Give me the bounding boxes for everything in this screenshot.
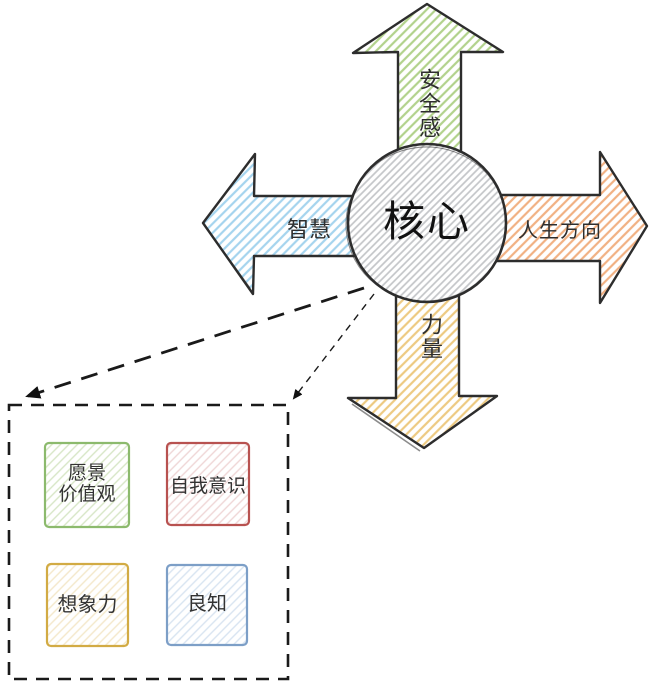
arrow-up-label: 安全感 bbox=[416, 68, 441, 140]
arrow-left-label: 智慧 bbox=[286, 217, 331, 242]
arrow-down-label: 力量 bbox=[418, 313, 443, 361]
core-circle-sketch-line bbox=[345, 146, 507, 302]
detail-dashed-box bbox=[7, 403, 290, 681]
detail-link-secondary bbox=[292, 293, 375, 400]
detail-label-vision: 愿景 价值观 bbox=[58, 463, 116, 505]
core-label: 核心 bbox=[382, 198, 471, 245]
detail-link-primary bbox=[25, 286, 365, 399]
sketch-stroke-down bbox=[351, 403, 421, 452]
sketch-stroke-left bbox=[207, 229, 251, 289]
detail-square-vision bbox=[43, 441, 131, 529]
arrow-down-shape bbox=[346, 286, 499, 450]
detail-label-self-awareness: 自我意识 bbox=[169, 476, 246, 497]
arrow-right-label: 人生方向 bbox=[518, 220, 602, 242]
detail-square-self-awareness bbox=[165, 441, 251, 527]
detail-label-imagination: 想象力 bbox=[57, 594, 118, 616]
detail-square-conscience bbox=[165, 563, 249, 647]
detail-label-conscience: 良知 bbox=[187, 593, 227, 615]
detail-square-imagination bbox=[45, 562, 130, 648]
